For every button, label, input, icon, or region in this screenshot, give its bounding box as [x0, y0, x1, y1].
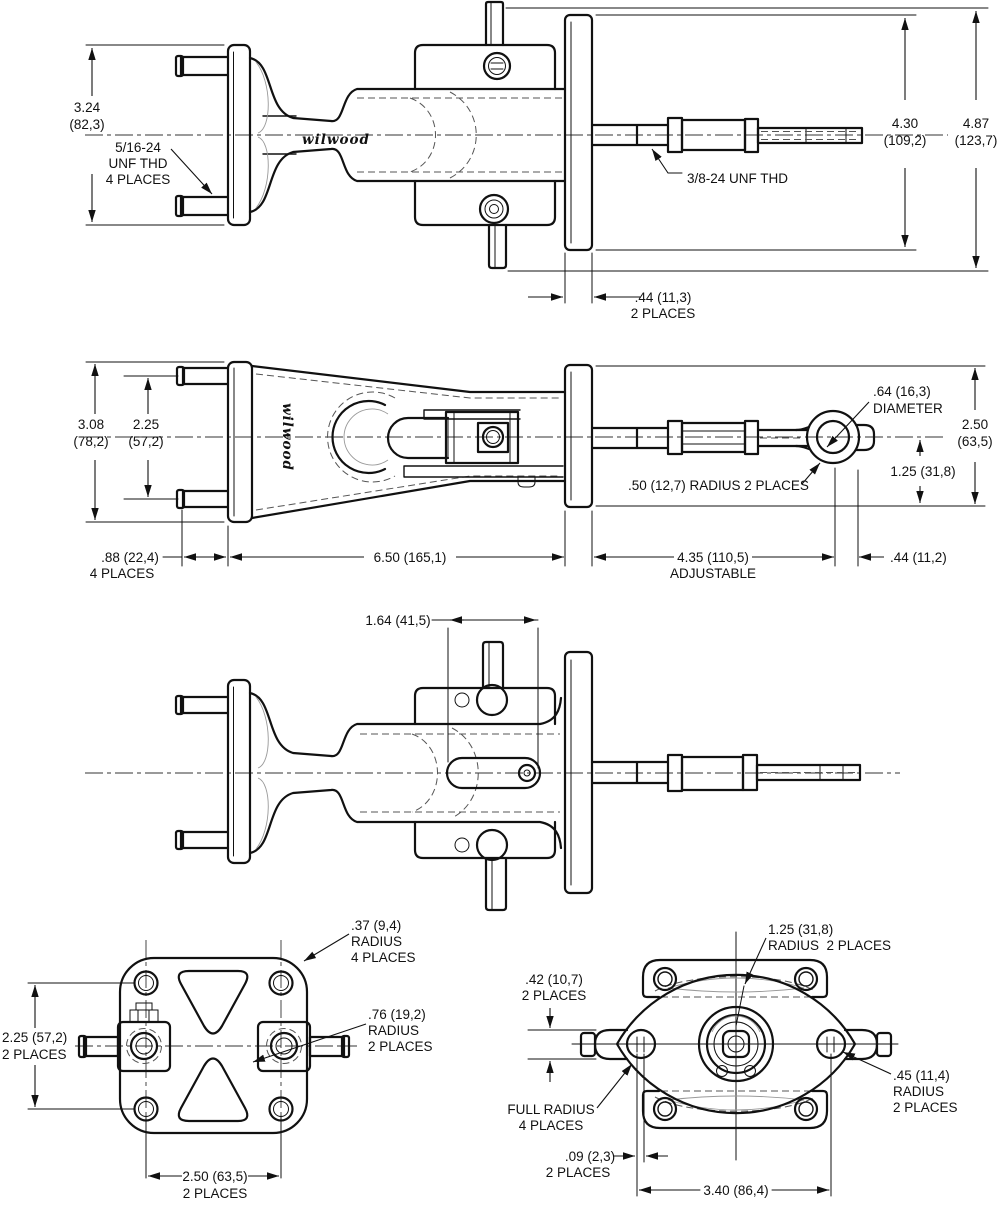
dim-flange-height: 4.30 (109,2) [595, 14, 927, 251]
dim-text-places: 2 PLACES [631, 306, 696, 321]
note-line: UNF THD [109, 156, 168, 171]
view-section: 1.64 (41,5) [85, 613, 900, 912]
dim-text-mm: (82,3) [69, 117, 104, 132]
dim-text-mm: (57,2) [128, 434, 163, 449]
view-top: wilwood 3.08 (78,2) 2.25 (57,2) .64 (16,… [73, 360, 993, 581]
note-rod-end-radius: .50 (12,7) RADIUS 2 PLACES [628, 462, 821, 493]
dim-text: 1.25 (31,8) [890, 464, 955, 479]
top-view-linework [85, 360, 945, 524]
dim-text-places: 2 PLACES [546, 1165, 611, 1180]
dim-text: 4.87 [963, 116, 989, 131]
dim-plate-hole-spacing-v: 2.25 (57,2) 2 PLACES [2, 982, 135, 1110]
note-line: 4 PLACES [519, 1118, 584, 1133]
dim-text: 3.24 [74, 100, 101, 115]
dim-text-places: 2 PLACES [2, 1047, 67, 1062]
note-line: FULL RADIUS [507, 1102, 594, 1117]
dim-slot-position: 1.64 (41,5) [365, 613, 539, 769]
note-line: RADIUS 2 PLACES [768, 938, 891, 953]
dim-overall-height: 4.87 (123,7) [505, 7, 998, 272]
note-line: .37 (9,4) [351, 918, 401, 933]
dim-text-places: 2 PLACES [183, 1186, 248, 1201]
dim-text: .44 (11,2) [890, 550, 947, 565]
side-view-linework [85, 0, 948, 270]
dim-plate-width: 3.08 (78,2) [73, 361, 225, 523]
dim-text: .88 (22,4) [101, 550, 159, 565]
dim-text-mm: (78,2) [73, 434, 108, 449]
dim-text: 2.50 (63,5) [182, 1169, 247, 1184]
note-line: 5/16-24 [115, 140, 161, 155]
dim-plate-hole-spacing-h: 2.50 (63,5) 2 PLACES [145, 1115, 282, 1201]
dim-eye-offset: 1.25 (31,8) [890, 440, 956, 503]
dim-text: 3.08 [78, 417, 104, 432]
note-full-radius: FULL RADIUS 4 PLACES [507, 1063, 633, 1133]
view-flange-end: 1.25 (31,8) RADIUS 2 PLACES .42 (10,7) 2… [507, 922, 957, 1198]
dim-flange-thickness: .44 (11,3) 2 PLACES [528, 252, 696, 321]
dim-text: 4.30 [892, 116, 918, 131]
view-plate-end: 2.25 (57,2) 2 PLACES .37 (9,4) RADIUS 4 … [2, 918, 433, 1201]
note-line: RADIUS [893, 1084, 944, 1099]
dim-text-label: ADJUSTABLE [670, 566, 756, 581]
flange-end-linework [571, 931, 899, 1161]
note-rod-thread: 3/8-24 UNF THD [651, 148, 788, 186]
dim-text-places: 4 PLACES [90, 566, 155, 581]
dim-text: 2.25 (57,2) [2, 1030, 67, 1045]
note-line: 4 PLACES [351, 950, 416, 965]
dim-slot-gap: .09 (2,3) 2 PLACES [546, 1053, 832, 1197]
dim-text: 3.40 (86,4) [703, 1183, 768, 1198]
view-side: wilwood 3.24 (82,3) 5/16-24 UNF THD 4 PL… [69, 0, 998, 321]
note-line: .50 (12,7) RADIUS 2 PLACES [628, 478, 809, 493]
wilwood-logo-vertical: wilwood [279, 403, 295, 471]
note-line: RADIUS [368, 1023, 419, 1038]
note-line: 2 PLACES [368, 1039, 433, 1054]
dim-flange-width: 2.50 (63,5) [595, 365, 993, 507]
note-line: DIAMETER [873, 401, 943, 416]
note-line: .45 (11,4) [893, 1068, 950, 1083]
note-line: 1.25 (31,8) [768, 922, 833, 937]
plate-end-linework [75, 940, 357, 1155]
note-boss-radius: .76 (19,2) RADIUS 2 PLACES [252, 1007, 433, 1063]
dim-text: 6.50 (165,1) [374, 550, 447, 565]
note-lens-radius: 1.25 (31,8) RADIUS 2 PLACES [735, 922, 891, 1027]
note-plate-corner-radius: .37 (9,4) RADIUS 4 PLACES [303, 918, 416, 965]
note-line: 2 PLACES [893, 1100, 958, 1115]
dim-text-mm: (109,2) [884, 133, 927, 148]
dim-row-bottom: .88 (22,4) 4 PLACES 6.50 (165,1) 4.35 (1… [90, 467, 947, 581]
note-line: 3/8-24 UNF THD [687, 171, 788, 186]
wilwood-logo: wilwood [302, 132, 370, 148]
dim-text-places: 2 PLACES [522, 988, 587, 1003]
dim-tab-height: .42 (10,7) 2 PLACES [522, 972, 597, 1082]
dim-text-mm: (123,7) [955, 133, 998, 148]
dim-text: 1.64 (41,5) [365, 613, 430, 628]
note-line: 4 PLACES [106, 172, 171, 187]
dim-text: 4.35 (110,5) [677, 550, 749, 565]
note-eye-diameter: .64 (16,3) DIAMETER [826, 384, 943, 448]
note-tab-radius: .45 (11,4) RADIUS 2 PLACES [842, 1051, 958, 1115]
dim-text-mm: (63,5) [957, 434, 992, 449]
dim-text: .44 (11,3) [635, 290, 692, 305]
dim-text: .42 (10,7) [525, 972, 583, 987]
note-line: .76 (19,2) [368, 1007, 426, 1022]
dim-text: 2.25 [133, 417, 159, 432]
dim-stud-spacing: 2.25 (57,2) [123, 375, 179, 500]
note-line: RADIUS [351, 934, 402, 949]
dim-tab-spacing: 3.40 (86,4) [639, 1183, 830, 1198]
note-line: .64 (16,3) [873, 384, 931, 399]
dim-plate-height: 3.24 (82,3) [69, 44, 225, 226]
section-view-linework [85, 640, 900, 912]
dim-text: .09 (2,3) [565, 1149, 615, 1164]
note-stud-thread: 5/16-24 UNF THD 4 PLACES [106, 140, 213, 195]
dim-text: 2.50 [962, 417, 988, 432]
